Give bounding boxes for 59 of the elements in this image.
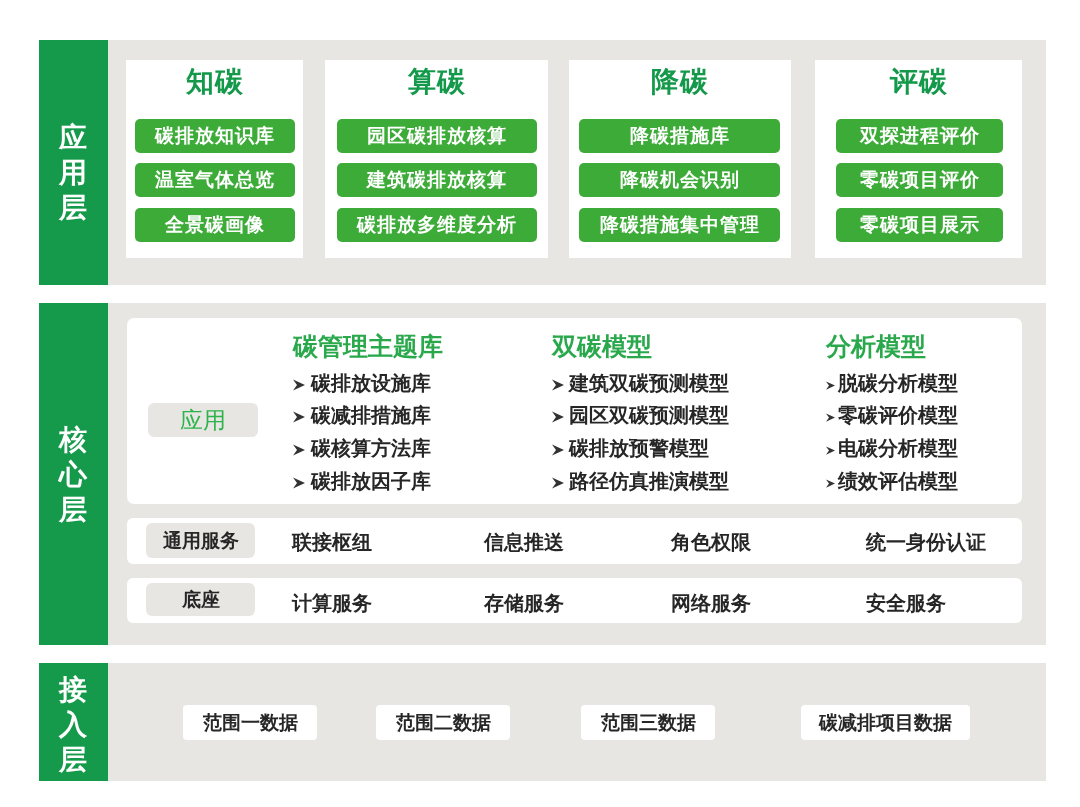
service-item: 安全服务: [866, 592, 946, 616]
service-item: 网络服务: [671, 592, 751, 616]
feature-tag: 双探进程评价: [836, 119, 1003, 153]
list-item: 路径仿真推演模型: [569, 470, 729, 494]
layer-band: [39, 663, 1046, 781]
layer-label: 接入层: [59, 672, 88, 777]
data-source-box: 范围三数据: [581, 705, 715, 740]
feature-tag: 温室气体总览: [135, 163, 295, 197]
service-item: 计算服务: [292, 592, 372, 616]
service-row: [127, 518, 1022, 564]
category-card: [569, 60, 791, 258]
card-heading: 算碳: [407, 65, 466, 99]
list-item: 碳排放因子库: [311, 470, 431, 494]
list-item: 脱碳分析模型: [838, 372, 958, 396]
list-item: 碳排放预警模型: [569, 437, 709, 461]
service-item: 角色权限: [671, 531, 751, 555]
model-panel: [127, 318, 1022, 504]
layer-band: [39, 303, 1046, 645]
list-item: 绩效评估模型: [838, 470, 958, 494]
column-heading: 分析模型: [826, 332, 926, 362]
category-card: [325, 60, 548, 258]
layer-label: 核心层: [59, 422, 88, 527]
layer-band: [39, 40, 1046, 285]
list-item: 零碳评价模型: [838, 404, 958, 428]
card-heading: 评碳: [889, 65, 948, 99]
section-tag: 通用服务: [146, 523, 255, 558]
list-item: 建筑双碳预测模型: [569, 372, 729, 396]
service-item: 统一身份认证: [866, 531, 986, 555]
service-item: 信息推送: [484, 531, 564, 555]
data-source-box: 范围一数据: [183, 705, 317, 740]
service-item: 存储服务: [484, 592, 564, 616]
service-item: 联接枢纽: [292, 531, 372, 555]
data-source-box: 范围二数据: [376, 705, 510, 740]
feature-tag: 碳排放多维度分析: [337, 208, 537, 242]
list-item: 碳减排措施库: [311, 404, 431, 428]
section-tag: 底座: [146, 583, 255, 616]
list-item: 碳核算方法库: [311, 437, 431, 461]
layer-label: 应用层: [59, 120, 88, 225]
feature-tag: 建筑碳排放核算: [337, 163, 537, 197]
data-source-box: 碳减排项目数据: [801, 705, 970, 740]
feature-tag: 降碳措施集中管理: [579, 208, 780, 242]
feature-tag: 降碳措施库: [579, 119, 780, 153]
feature-tag: 降碳机会识别: [579, 163, 780, 197]
feature-tag: 零碳项目展示: [836, 208, 1003, 242]
card-heading: 知碳: [185, 65, 244, 99]
column-heading: 碳管理主题库: [293, 332, 443, 362]
column-heading: 双碳模型: [552, 332, 652, 362]
section-tag: 应用: [148, 403, 258, 437]
feature-tag: 碳排放知识库: [135, 119, 295, 153]
feature-tag: 零碳项目评价: [836, 163, 1003, 197]
feature-tag: 园区碳排放核算: [337, 119, 537, 153]
list-item: 园区双碳预测模型: [569, 404, 729, 428]
service-row: [127, 578, 1022, 623]
feature-tag: 全景碳画像: [135, 208, 295, 242]
category-card: [815, 60, 1022, 258]
list-item: 碳排放设施库: [311, 372, 431, 396]
card-heading: 降碳: [651, 65, 709, 99]
list-item: 电碳分析模型: [838, 437, 958, 461]
category-card: [126, 60, 303, 258]
